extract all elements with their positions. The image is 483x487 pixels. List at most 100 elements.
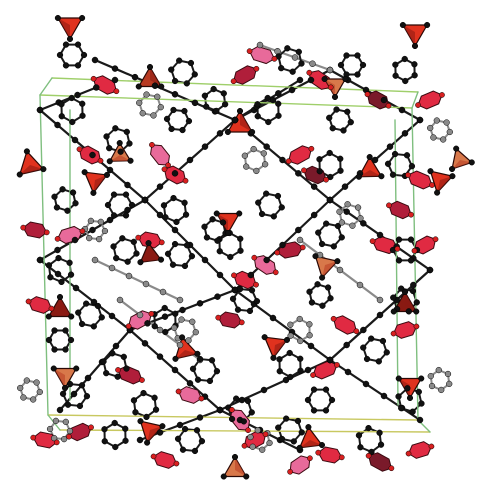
- ring-atom: [336, 208, 343, 215]
- ring-atom: [160, 202, 168, 209]
- linker-bond: [38, 248, 59, 262]
- oxygen-atom: [229, 406, 235, 413]
- oxygen-atom: [245, 427, 251, 434]
- linker-atom: [111, 76, 119, 84]
- node-atom: [146, 63, 154, 71]
- ring-atom: [122, 212, 130, 219]
- oxygen-atom: [135, 234, 142, 241]
- ring-atom: [51, 193, 58, 200]
- linker-atom: [54, 121, 61, 129]
- ring-atom: [150, 112, 157, 119]
- ring-atom: [443, 119, 450, 126]
- ring-atom: [101, 227, 109, 235]
- ring-atom: [427, 372, 434, 380]
- ring-atom: [287, 321, 294, 328]
- ring-atom: [343, 52, 350, 59]
- linker-atom: [307, 342, 315, 350]
- oxygen-atom: [388, 465, 395, 472]
- linker-atom: [124, 181, 131, 189]
- linker-atom: [161, 313, 169, 320]
- ring-atom: [163, 115, 171, 123]
- ring-atom: [349, 222, 356, 229]
- ring-atom: [314, 281, 321, 288]
- ring-atom: [411, 72, 418, 79]
- ring-atom: [354, 52, 361, 59]
- ring-atom: [266, 439, 273, 447]
- oxygen-atom: [246, 48, 253, 55]
- node-atom: [378, 173, 385, 180]
- linker-atom: [201, 256, 209, 264]
- linker-atom: [186, 156, 194, 164]
- oxygen-atom: [271, 55, 278, 62]
- ring-atom: [101, 438, 108, 445]
- ring-atom: [319, 302, 326, 309]
- ring-atom: [17, 384, 24, 392]
- unit-cell-edge: [411, 91, 419, 109]
- ring-atom: [402, 77, 409, 85]
- linker-atom: [376, 311, 384, 319]
- ring-atom: [66, 427, 74, 435]
- ring-atom: [139, 110, 146, 117]
- ring-atom: [446, 380, 453, 388]
- ring-atom: [389, 171, 397, 178]
- linker-atom: [344, 368, 352, 376]
- filled-ring: [317, 446, 343, 464]
- oxygen-atom: [415, 102, 421, 108]
- ring-atom: [405, 308, 412, 315]
- ring-atom: [327, 295, 334, 302]
- linker-bond: [271, 316, 294, 334]
- oxygen-atom: [148, 310, 155, 317]
- oxygen-atom: [429, 182, 435, 188]
- linker-atom: [156, 211, 164, 219]
- ring-atom: [193, 427, 201, 434]
- linker-bond: [173, 93, 197, 104]
- ring-atom: [66, 380, 74, 388]
- linker-atom: [410, 281, 417, 289]
- ring-atom: [344, 201, 351, 208]
- ring-atom: [53, 204, 61, 211]
- ring-atom: [297, 355, 304, 362]
- ring-atom: [310, 386, 318, 393]
- ring-atom: [258, 210, 266, 218]
- ring-atom: [220, 90, 227, 97]
- ring-atom: [287, 373, 294, 381]
- linker-atom: [171, 170, 179, 177]
- ring-atom: [360, 344, 367, 351]
- ring-atom: [275, 112, 282, 119]
- ring-atom: [62, 41, 70, 48]
- ring-atom: [407, 236, 415, 243]
- linker-atom: [171, 91, 179, 98]
- node-atom: [283, 336, 291, 343]
- ring-atom: [203, 103, 210, 110]
- oxygen-atom: [230, 78, 237, 85]
- filled-ring: [417, 90, 443, 110]
- ring-atom: [130, 238, 137, 245]
- linker-atom: [74, 91, 81, 99]
- ring-atom: [51, 346, 58, 353]
- ring-atom: [237, 235, 244, 242]
- linker-atom: [142, 280, 150, 288]
- node-atom: [116, 139, 123, 147]
- ring-atom: [47, 274, 54, 281]
- ring-atom: [270, 213, 277, 220]
- linker-bond: [56, 123, 77, 142]
- ring-atom: [140, 389, 147, 397]
- node-atom: [213, 210, 220, 217]
- ring-atom: [152, 406, 160, 413]
- ring-atom: [227, 253, 234, 261]
- ring-atom: [395, 393, 402, 400]
- linker-bond: [76, 86, 98, 97]
- ring-atom: [233, 395, 240, 402]
- node-atom: [236, 210, 243, 217]
- ring-atom: [329, 125, 336, 132]
- node-atom: [23, 148, 30, 155]
- ring-atom: [326, 149, 333, 157]
- ring-atom: [297, 337, 304, 345]
- ring-atom: [219, 219, 227, 226]
- ring-atom: [201, 223, 208, 230]
- ring-atom: [83, 300, 90, 307]
- ring-atom: [383, 349, 390, 356]
- oxygen-atom: [241, 442, 248, 449]
- ring-atom: [161, 304, 168, 312]
- linker-atom: [106, 216, 114, 224]
